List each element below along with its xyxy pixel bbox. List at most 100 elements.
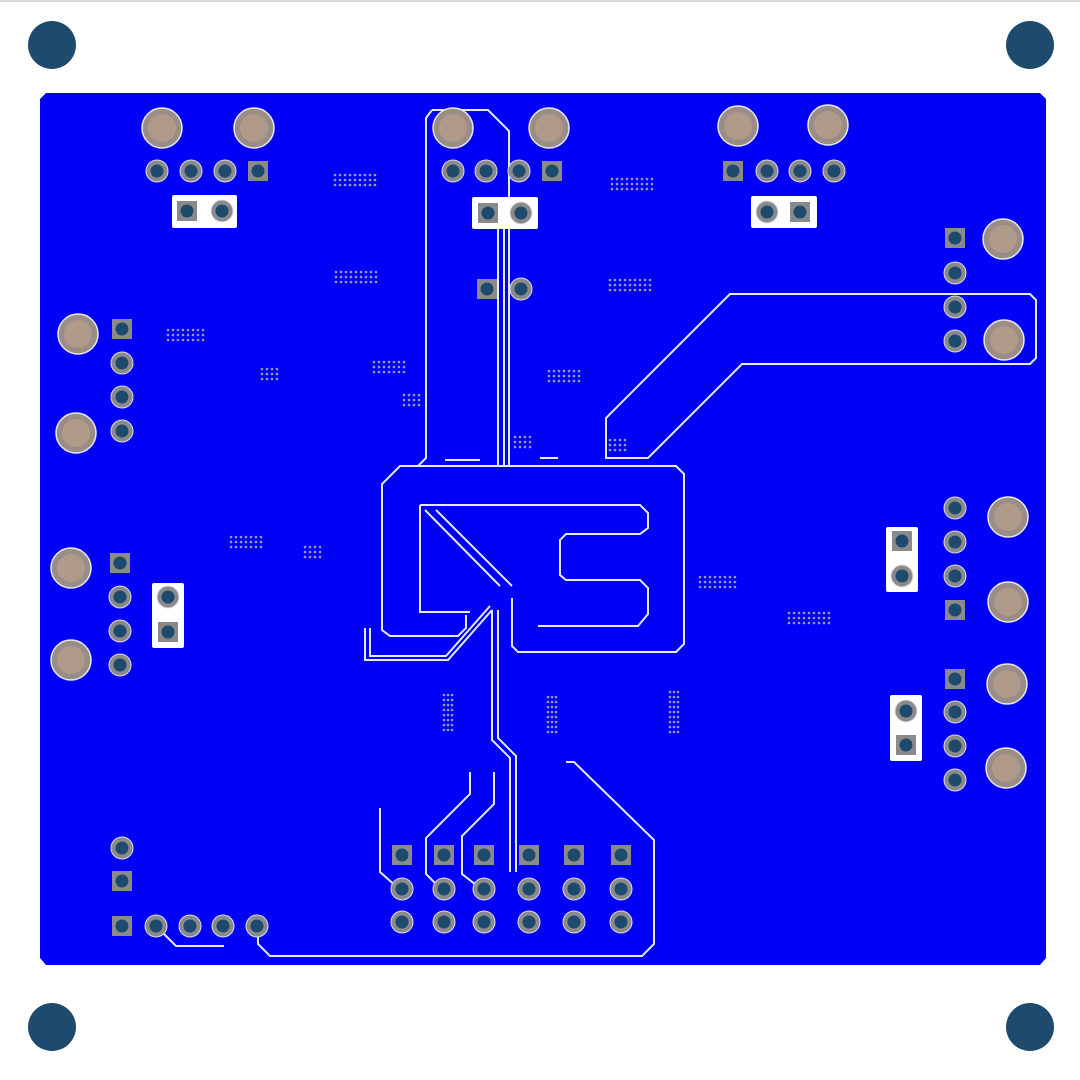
pad-hole	[514, 282, 528, 296]
via	[620, 187, 624, 191]
pad-hole	[215, 204, 229, 218]
pad-hole	[184, 164, 198, 178]
via	[191, 338, 195, 342]
pad-hole	[115, 424, 129, 438]
via	[229, 545, 233, 549]
via	[364, 275, 368, 279]
via	[648, 278, 652, 282]
via	[450, 703, 454, 707]
pad-hole	[115, 874, 129, 888]
via	[668, 705, 672, 709]
via	[334, 280, 338, 284]
pad-hole	[948, 569, 962, 583]
via	[377, 360, 381, 364]
via	[610, 182, 614, 186]
pad-hole	[115, 390, 129, 404]
via	[334, 275, 338, 279]
via	[353, 173, 357, 177]
via	[528, 435, 532, 439]
via	[191, 333, 195, 337]
via	[397, 360, 401, 364]
via	[363, 173, 367, 177]
via	[191, 328, 195, 332]
via	[676, 695, 680, 699]
via	[313, 555, 317, 559]
via	[364, 280, 368, 284]
via	[557, 379, 561, 383]
via	[303, 545, 307, 549]
via	[703, 585, 707, 589]
pad-hole	[115, 841, 129, 855]
via	[349, 280, 353, 284]
via	[713, 585, 717, 589]
via	[668, 725, 672, 729]
via	[338, 178, 342, 182]
pad-hole	[793, 205, 807, 219]
via	[546, 715, 550, 719]
via	[668, 695, 672, 699]
pad-hole	[149, 919, 163, 933]
pad-hole	[150, 164, 164, 178]
via	[645, 187, 649, 191]
via	[442, 708, 446, 712]
via	[812, 616, 816, 620]
mounting-hole	[1006, 21, 1054, 69]
via	[186, 338, 190, 342]
via	[613, 443, 617, 447]
via	[572, 379, 576, 383]
via	[643, 288, 647, 292]
trace-center-pour	[400, 465, 685, 653]
trace-header-1	[379, 808, 399, 889]
via	[787, 611, 791, 615]
via	[625, 177, 629, 181]
pad-hole	[948, 603, 962, 617]
via	[546, 700, 550, 704]
via	[249, 535, 253, 539]
via	[554, 705, 558, 709]
via	[201, 328, 205, 332]
via	[374, 270, 378, 274]
pad-hole	[948, 672, 962, 686]
via	[275, 372, 279, 376]
via	[254, 535, 258, 539]
via	[450, 698, 454, 702]
via	[728, 575, 732, 579]
via	[196, 328, 200, 332]
via	[442, 703, 446, 707]
via	[392, 360, 396, 364]
via	[676, 710, 680, 714]
via	[338, 173, 342, 177]
via	[308, 545, 312, 549]
via	[648, 288, 652, 292]
via	[546, 705, 550, 709]
via	[554, 715, 558, 719]
via	[623, 448, 627, 452]
via	[176, 338, 180, 342]
pad-hole	[827, 164, 841, 178]
via	[723, 580, 727, 584]
via	[234, 540, 238, 544]
via	[387, 365, 391, 369]
pad-hole	[479, 164, 493, 178]
via	[613, 448, 617, 452]
via	[550, 715, 554, 719]
via	[446, 728, 450, 732]
via	[672, 700, 676, 704]
via	[369, 275, 373, 279]
via	[333, 183, 337, 187]
via	[446, 718, 450, 722]
via	[339, 270, 343, 274]
via	[676, 720, 680, 724]
via	[640, 187, 644, 191]
trace-diagonal	[424, 509, 513, 587]
via	[618, 283, 622, 287]
via	[412, 393, 416, 397]
pad-hole	[522, 915, 536, 929]
via	[640, 182, 644, 186]
via	[244, 535, 248, 539]
pad-hole	[113, 658, 127, 672]
via	[249, 545, 253, 549]
via	[270, 367, 274, 371]
via	[550, 700, 554, 704]
large-pad-center	[994, 588, 1022, 616]
